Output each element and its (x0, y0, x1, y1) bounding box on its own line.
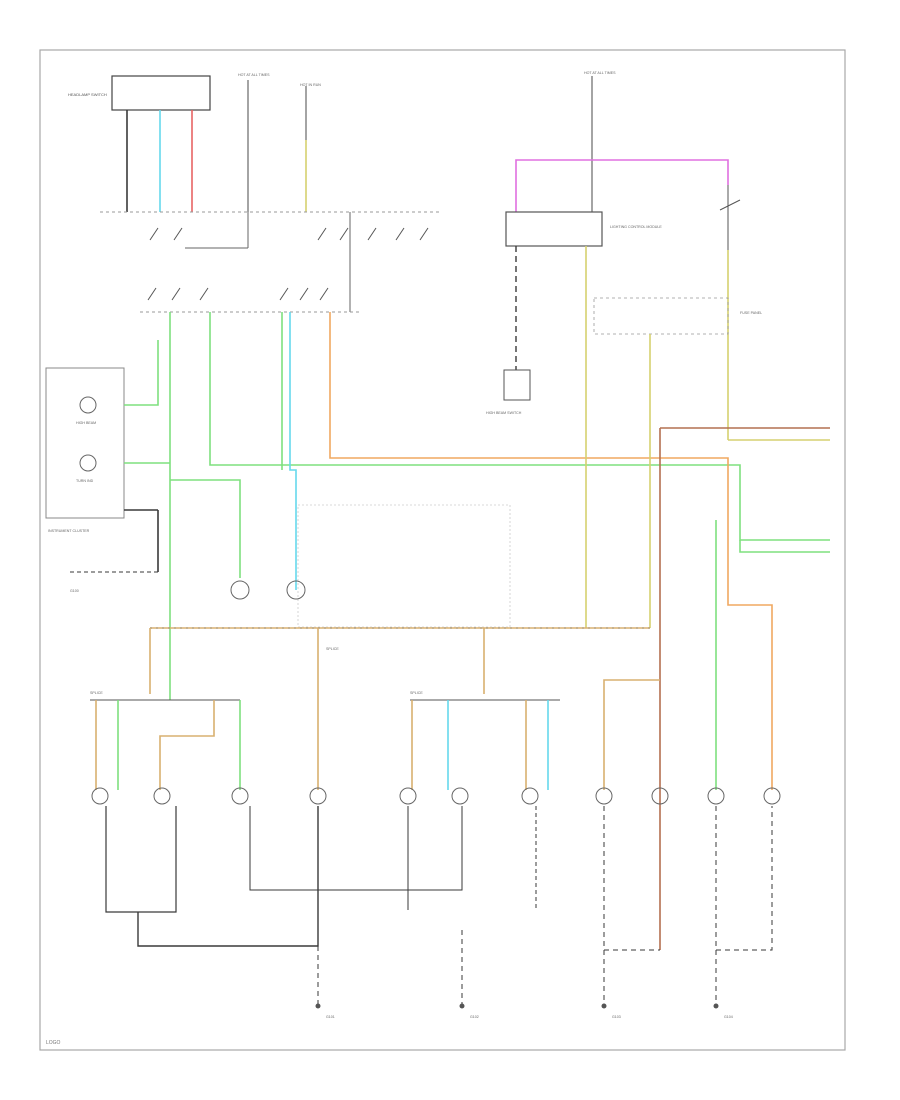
fuse-top-mid-label: HOT IN RUN (300, 83, 321, 87)
splice-right-label: SPLICE (410, 691, 423, 695)
high-beam-label: HIGH BEAM (76, 421, 96, 425)
splice-left-label: SPLICE (90, 691, 103, 695)
wire-orange-far-right-3 (727, 505, 773, 790)
fuse-panel-box (593, 297, 729, 335)
diagram-code: LOGO (46, 1040, 61, 1046)
splice-center-label: SPLICE (326, 647, 339, 651)
wire-orange-main (329, 312, 729, 505)
turn-ind-label: TURN IND (76, 479, 94, 483)
ground-4-label: G104 (724, 1015, 733, 1019)
ground-left-label: G100 (70, 589, 79, 593)
instrument-cluster-box (45, 367, 125, 519)
headlamp-switch-label: HEADLAMP SWITCH (68, 92, 107, 97)
wire-green-cluster-top (124, 340, 159, 406)
lighting-control-module (505, 211, 603, 247)
fuse-right-label: HOT AT ALL TIMES (584, 71, 616, 75)
wire-light-blue-main (289, 312, 297, 590)
wire-pink-top (515, 159, 729, 212)
high-beam-switch-box (503, 369, 531, 401)
wire-green-branch (170, 479, 241, 578)
lamp-row (91, 787, 781, 805)
center-dashed-region (297, 504, 511, 628)
wire-yellow-right-conn (739, 540, 830, 553)
high-beam-indicator-icon (79, 396, 97, 414)
ground-1-label: G101 (326, 1015, 335, 1019)
fuse-panel-label: FUSE PANEL (740, 311, 762, 315)
right-lamp-icon (286, 580, 306, 600)
wire-tan-far-right-1 (603, 679, 660, 790)
ground-return-left (105, 806, 177, 913)
fuse-panel-switch (719, 199, 741, 211)
ground-return-mid (249, 806, 463, 891)
relay-module-label: LIGHTING CONTROL MODULE (610, 225, 662, 229)
diagram-frame (39, 49, 846, 1051)
wire-green-hline (209, 312, 830, 541)
turn-indicator-icon (79, 454, 97, 472)
wire-tan-lamp-3 (159, 700, 215, 790)
ground-terminals (315, 1003, 719, 1009)
switch-contacts-row-1 (149, 227, 429, 241)
left-lamp-icon (230, 580, 250, 600)
headlamp-switch-box (111, 75, 211, 111)
ground-2-label: G102 (470, 1015, 479, 1019)
ground-return-left-b (137, 806, 319, 947)
fuse-top-left-label: HOT AT ALL TIMES (238, 73, 270, 77)
ground-3-label: G103 (612, 1015, 621, 1019)
ground-module-label: HIGH BEAM SWITCH (486, 411, 522, 415)
ground-drop-3 (603, 806, 660, 951)
switch-contacts-row-2 (147, 287, 329, 301)
instrument-cluster-label: INSTRUMENT CLUSTER (48, 529, 90, 533)
ground-drop-4 (715, 806, 773, 951)
